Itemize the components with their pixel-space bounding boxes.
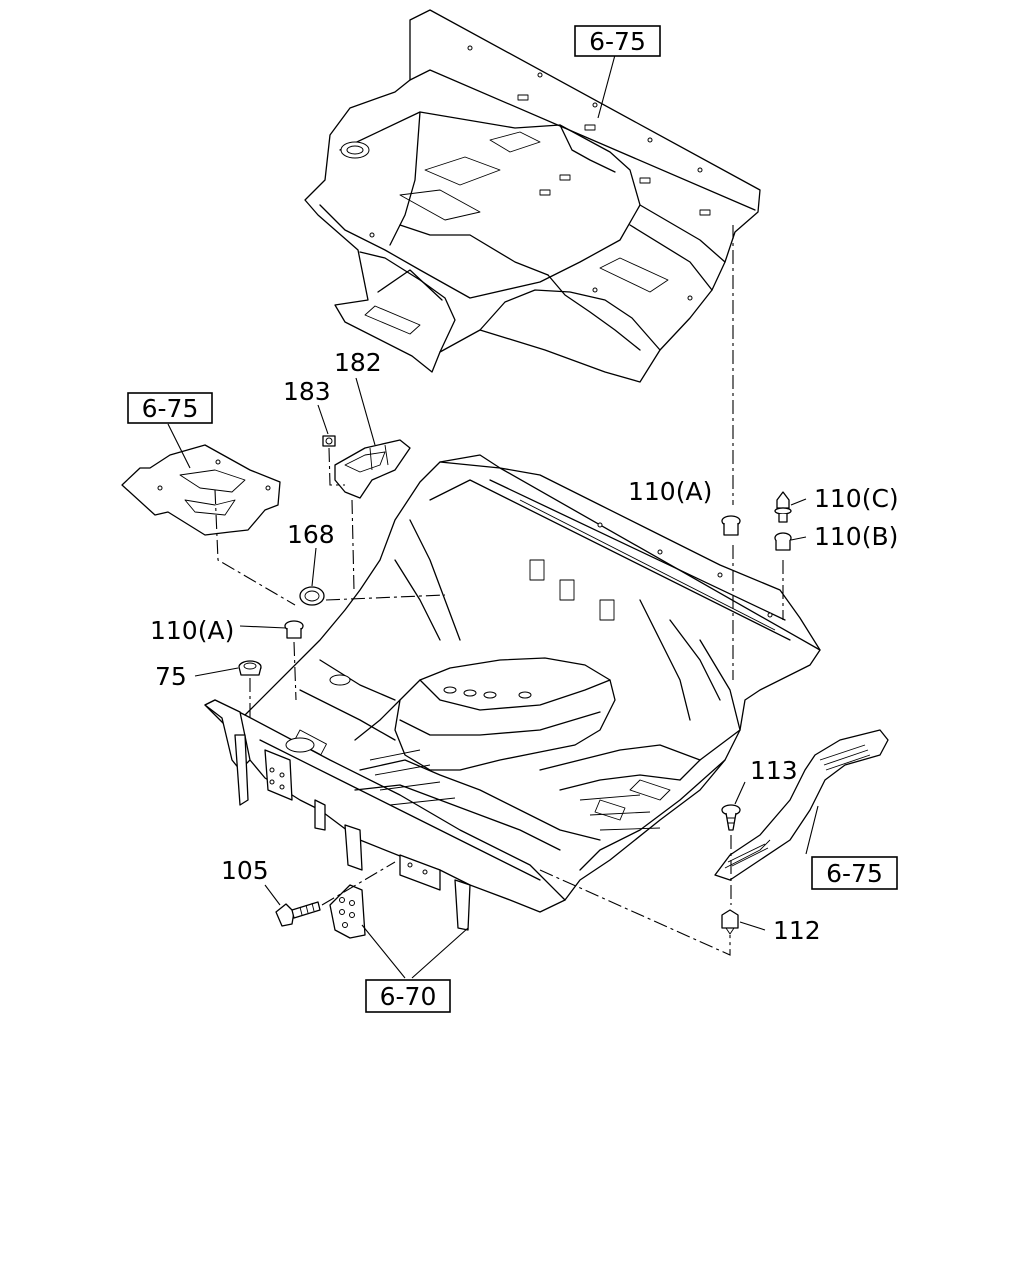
step-panel — [714, 729, 889, 881]
fasteners — [238, 435, 792, 935]
ref-label-step-panel: 6-75 — [826, 859, 883, 888]
alignment-lines — [214, 225, 784, 956]
plug-110a-right — [721, 515, 741, 536]
label-110a-left: 110(A) — [150, 616, 234, 645]
part-labels: 182 183 168 110(A) 110(C) 110(B) 110(A) … — [150, 348, 899, 945]
ref-box-step-panel[interactable]: 6-75 — [811, 856, 898, 890]
ref-label-top-panel: 6-75 — [589, 27, 646, 56]
clip-110c — [774, 491, 792, 523]
label-105: 105 — [221, 856, 269, 885]
bracket-182 — [334, 439, 411, 499]
label-113: 113 — [750, 756, 798, 785]
leader-lines — [167, 54, 819, 979]
ref-label-bracket: 6-70 — [380, 982, 437, 1011]
ref-box-top-panel[interactable]: 6-75 — [574, 25, 661, 57]
label-112: 112 — [773, 916, 821, 945]
label-110b: 110(B) — [814, 522, 898, 551]
top-floor-panel — [304, 9, 761, 383]
screw-113 — [721, 804, 741, 831]
clip-112 — [721, 909, 739, 935]
label-168: 168 — [287, 520, 335, 549]
ref-box-left-panel[interactable]: 6-75 — [127, 392, 213, 424]
bolt-105 — [275, 901, 321, 927]
label-110c: 110(C) — [814, 484, 899, 513]
ref-label-left-panel: 6-75 — [142, 394, 199, 423]
label-183: 183 — [283, 377, 331, 406]
main-floor-assembly — [204, 454, 821, 931]
grommet-168 — [299, 586, 325, 606]
nut-183 — [322, 435, 336, 447]
label-110a-right: 110(A) — [628, 477, 712, 506]
plate-6-70 — [329, 884, 366, 939]
plug-110a-left — [284, 620, 304, 639]
plug-110b — [774, 532, 792, 551]
left-floor-panel — [121, 444, 281, 536]
label-75: 75 — [155, 662, 187, 691]
ref-box-bracket[interactable]: 6-70 — [365, 979, 451, 1013]
cap-75 — [238, 660, 262, 676]
label-182: 182 — [334, 348, 382, 377]
